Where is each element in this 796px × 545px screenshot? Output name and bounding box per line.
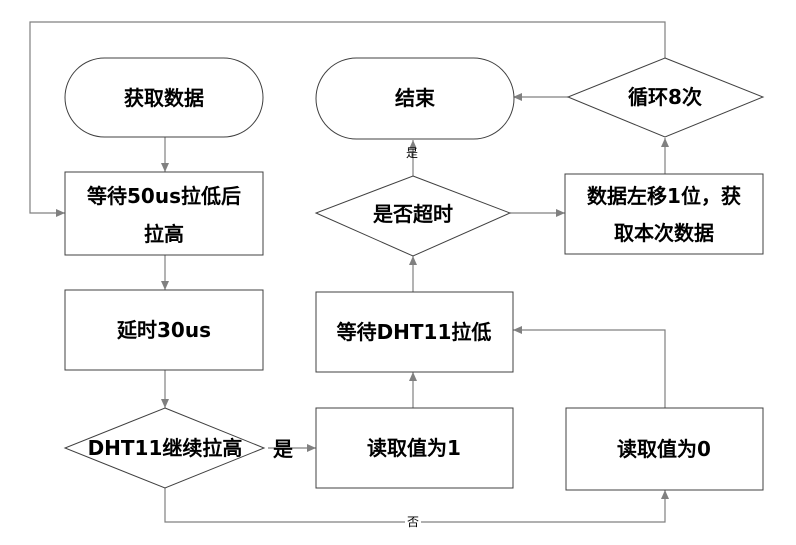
node-wait50: 等待50us拉低后 拉高: [64, 171, 264, 256]
node-delay30-label: 延时30us: [116, 318, 211, 342]
edge-label-yes-read1: 是: [272, 437, 293, 461]
node-delay30: 延时30us: [64, 289, 264, 371]
node-wait50-label-line1: 等待50us拉低后: [87, 184, 241, 208]
node-timeout: 是否超时: [314, 175, 512, 257]
node-read0: 读取值为0: [565, 407, 764, 491]
node-read1-label: 读取值为1: [367, 436, 461, 460]
node-read0-label: 读取值为0: [617, 437, 711, 461]
node-dht-high-label: DHT11继续拉高: [88, 436, 243, 460]
node-wait-dht-low-label: 等待DHT11拉低: [337, 320, 492, 344]
node-shift-label-line1: 数据左移1位，获: [587, 184, 741, 208]
edge-label-no-read0: 否: [407, 515, 419, 529]
edge-read0-to-wait-dht-low: [513, 326, 666, 408]
edge-loop8-back-to-wait50: [29, 21, 666, 217]
edge-label-yes-end: 是: [406, 146, 418, 160]
node-shift: 数据左移1位，获 取本次数据: [564, 173, 764, 255]
node-end: 结束: [315, 57, 515, 140]
edge-label-no-bg: [405, 514, 421, 530]
node-get-data: 获取数据: [64, 57, 264, 138]
node-timeout-label: 是否超时: [372, 202, 453, 226]
node-loop8: 循环8次: [566, 57, 765, 138]
node-shift-label-line2: 取本次数据: [614, 221, 714, 245]
node-end-label: 结束: [395, 86, 436, 110]
node-wait-dht-low: 等待DHT11拉低: [315, 291, 514, 373]
node-read1: 读取值为1: [315, 407, 514, 489]
node-wait50-label-line2: 拉高: [144, 222, 184, 246]
node-get-data-label: 获取数据: [124, 86, 204, 110]
node-loop8-label: 循环8次: [628, 85, 702, 109]
node-dht-high: DHT11继续拉高: [63, 407, 266, 489]
